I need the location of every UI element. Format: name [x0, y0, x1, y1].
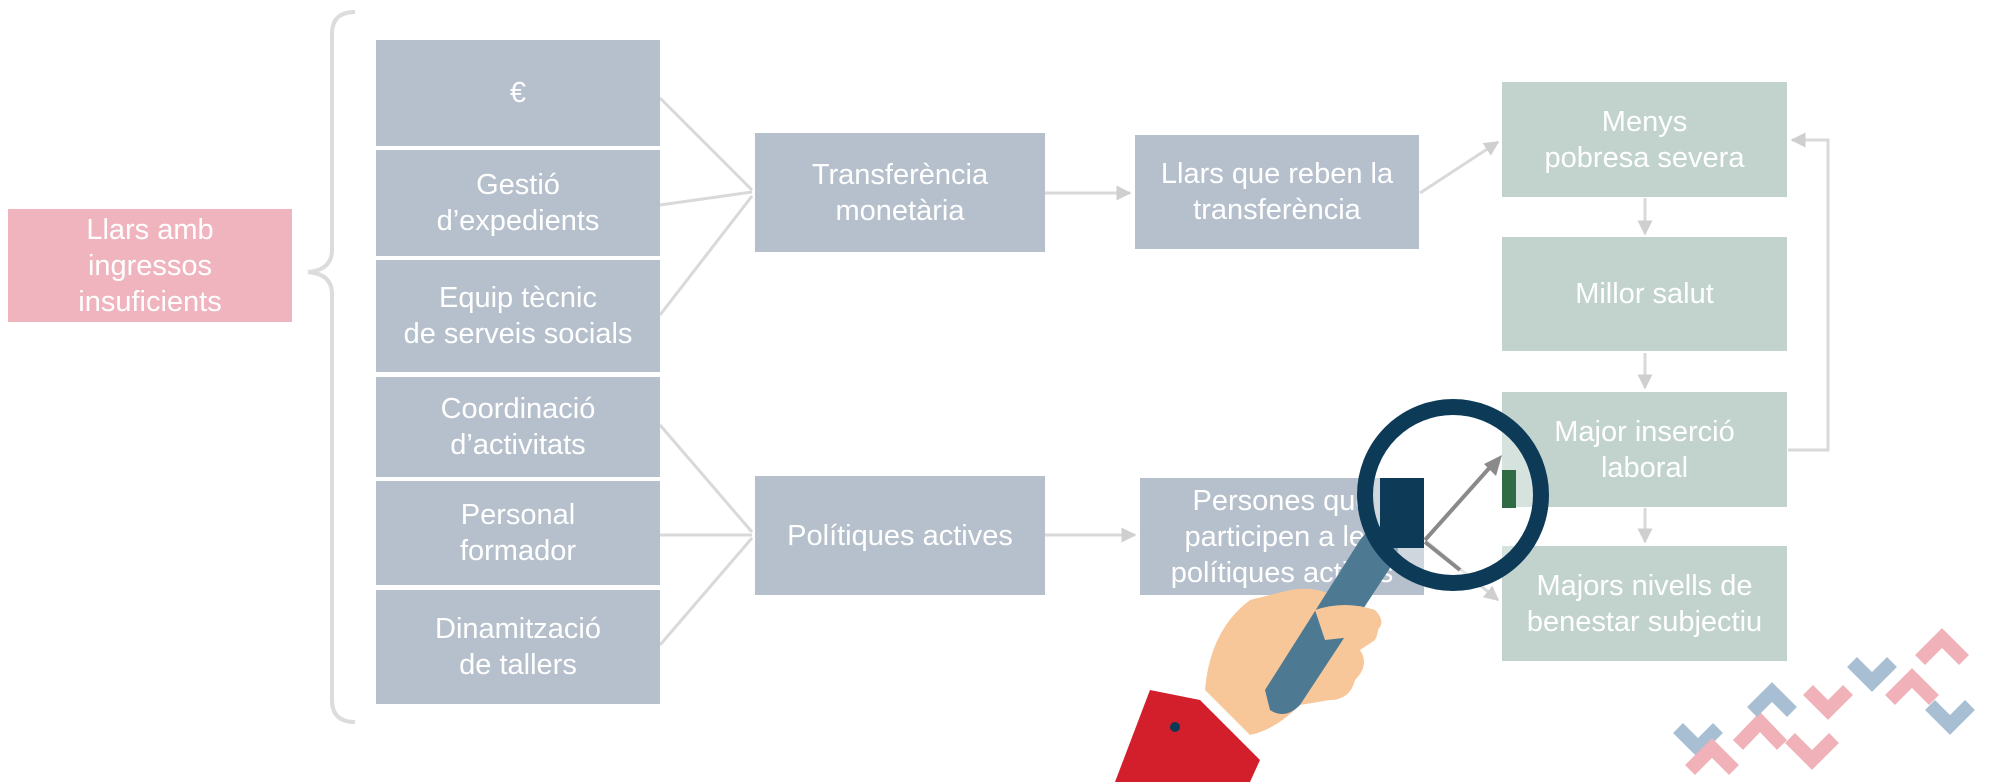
outcome-box-poverty: Menys pobresa severa — [1502, 82, 1787, 197]
input-label: Equip tècnic de serveis socials — [403, 282, 633, 350]
output-box-households: Llars que reben la transferència — [1135, 135, 1419, 249]
input-box: Equip tècnic de serveis socials — [376, 260, 660, 372]
connector-input4-policies — [658, 424, 754, 533]
magnifying-glass-icon — [1115, 399, 1549, 782]
input-box: Dinamització de tallers — [376, 590, 660, 704]
input-box: Coordinació d’activitats — [376, 377, 660, 477]
feedback-employment-poverty — [1788, 132, 1830, 452]
input-label: Coordinació d’activitats — [440, 393, 596, 461]
target-group-label: Llars amb ingressos insuficients — [78, 213, 222, 318]
outcome-label: Millor salut — [1575, 278, 1714, 310]
arrow-households-poverty — [1419, 140, 1500, 195]
outcome-label: Major inserció laboral — [1554, 415, 1735, 484]
activity-label: Transferència monetària — [811, 158, 989, 227]
input-box: Personal formador — [376, 481, 660, 585]
activity-label: Polítiques actives — [787, 519, 1013, 552]
input-label: € — [509, 77, 527, 109]
input-label: Gestió d’expedients — [436, 169, 600, 237]
input-label: Personal formador — [459, 499, 577, 567]
outcome-box-employment: Major inserció laboral — [1502, 392, 1787, 507]
outcome-box-health: Millor salut — [1502, 237, 1787, 351]
output-label: Llars que reben la transferència — [1160, 158, 1394, 226]
brace — [307, 10, 356, 724]
activity-box-policies: Polítiques actives — [755, 476, 1045, 595]
target-group-box: Llars amb ingressos insuficients — [8, 209, 292, 322]
connector-input3-transfer — [658, 195, 754, 316]
outcome-box-wellbeing: Majors nivells de benestar subjectiu — [1502, 546, 1787, 661]
chevron-pattern-icon — [1673, 628, 1975, 775]
connector-input2-transfer — [659, 190, 753, 207]
input-box: € — [376, 40, 660, 146]
connector-input1-transfer — [658, 96, 754, 192]
outcome-label: Menys pobresa severa — [1544, 105, 1745, 174]
connector-input6-policies — [658, 537, 754, 646]
outcome-label: Majors nivells de benestar subjectiu — [1526, 569, 1763, 638]
input-box: Gestió d’expedients — [376, 150, 660, 256]
input-label: Dinamització de tallers — [435, 613, 601, 681]
activity-box-transfer: Transferència monetària — [755, 133, 1045, 252]
